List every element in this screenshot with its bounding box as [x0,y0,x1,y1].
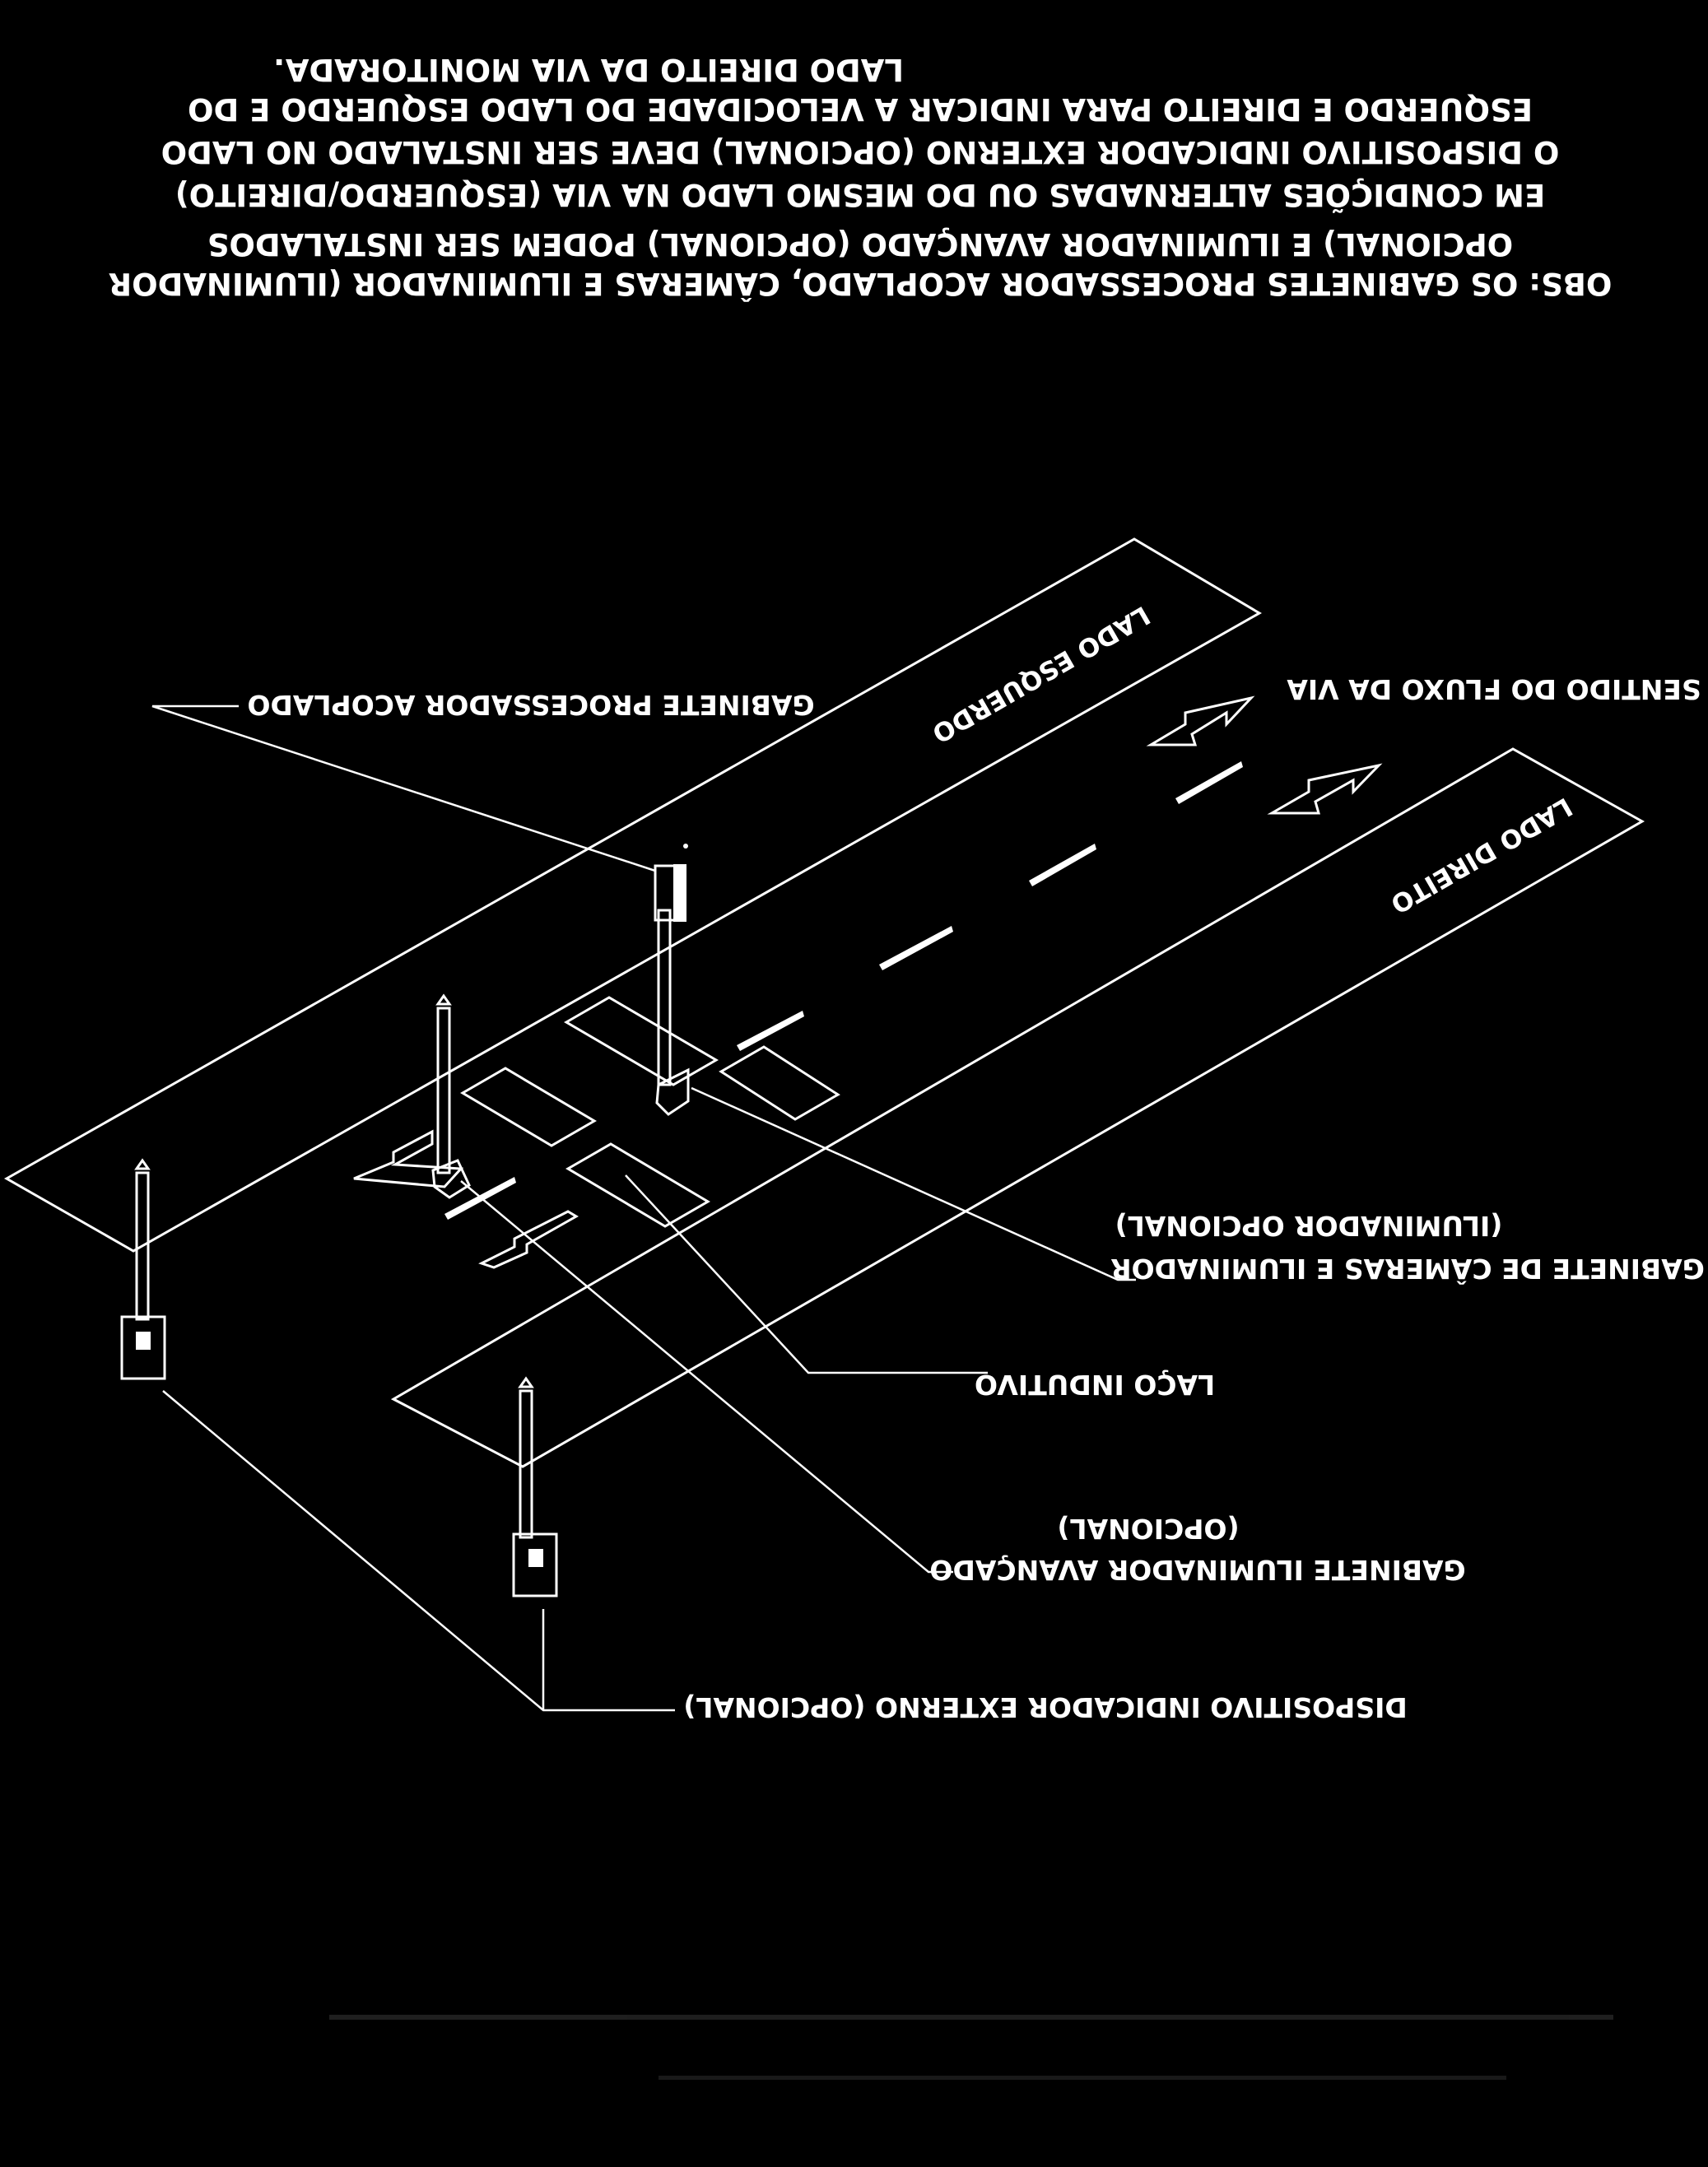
note-line-4: O DISPOSITIVO INDICADOR EXTERNO (OPCIONA… [161,134,1560,170]
inductive-loop [460,1067,597,1147]
processor-cabinet [654,844,688,1086]
leader-lines [151,705,1136,1712]
callout-external-indicator: DISPOSITIVO INDICADOR EXTERNO (OPCIONAL) [683,1691,1407,1723]
lane-dash [879,926,953,970]
callout-camera-cabinet-note: (ILUMINADOR OPCIONAL) [1115,1210,1503,1242]
road-right-side [390,747,1645,1468]
callout-advanced-illuminator-note: (OPCIONAL) [1057,1513,1239,1545]
inductive-loop [565,1142,710,1228]
lane-dash [1175,761,1243,804]
inductive-loops [460,996,840,1228]
road: LADO ESQUERDO LADO DIREITO SENTIDO DO FL… [3,537,1701,1468]
callout-inductive-loop: LAÇO INDUTIVO [975,1369,1215,1401]
flow-arrow-icon [1267,763,1383,815]
label-right-side: LADO DIREITO [1385,792,1577,919]
camera-cabinet [655,1067,690,1116]
external-indicator-right [512,1376,558,1597]
note-line-3: EM CONDIÇÕES ALTERNADAS OU DO MESMO LADO… [175,177,1545,213]
flow-arrow-icon [1146,695,1255,746]
bleed-through-marks [329,2015,1613,2080]
callout-camera-cabinet: GABINETE DE CÂMERAS E ILUMINADOR [1110,1253,1705,1286]
lane-dash [1029,844,1096,886]
lane-dashes [444,761,1243,1220]
road-left-side [3,537,1262,1253]
callout-processor-cabinet: GABINETE PROCESSADOR ACOPLADO [247,689,814,721]
note-line-5: ESQUERDO E DIREITO PARA INDICAR A VELOCI… [188,91,1533,127]
inductive-loop [719,1045,840,1121]
advanced-illuminator-cabinet [431,993,471,1199]
note-block: OBS: OS GABINETES PROCESSADOR ACOPLADO, … [109,52,1613,302]
reverse-arrow-icon [353,1129,464,1188]
reverse-arrow-icon [478,1210,579,1269]
callout-advanced-illuminator: GABINETE ILUMINADOR AVANÇADO [929,1554,1465,1586]
note-line-6: LADO DIREITO DA VIA MONITORADA. [273,52,904,87]
label-left-side: LADO ESQUERDO [927,600,1155,749]
note-line-1: OBS: OS GABINETES PROCESSADOR ACOPLADO, … [109,266,1613,302]
inductive-loop [564,996,719,1086]
note-line-2: OPCIONAL) E ILUMINADOR AVANÇADO (OPCIONA… [207,226,1513,262]
label-flow-direction: SENTIDO DO FLUXO DA VIA [1287,673,1701,705]
lane-dash [737,1011,804,1051]
external-indicator-left [120,1158,166,1380]
